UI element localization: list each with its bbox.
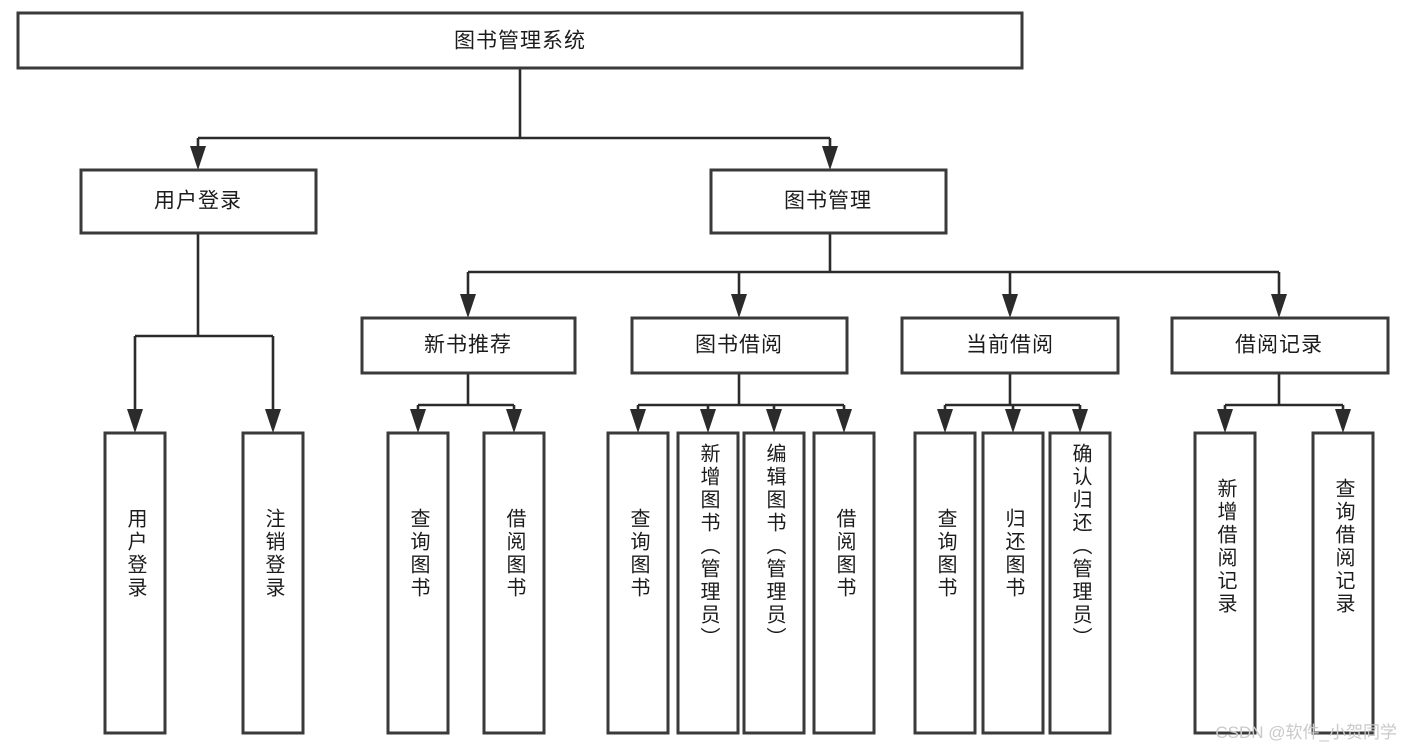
node-borrow-record-label: 借阅记录 [1235,334,1323,357]
arrow-to-leaf-borrow-book-2 [836,409,852,433]
arrow-to-user-login [190,146,206,170]
node-book-borrow[interactable]: 图书借阅 [630,316,849,375]
node-current-borrow-label: 当前借阅 [966,334,1054,357]
node-current-borrow-box[interactable] [900,316,1120,375]
arrow-to-book-borrow [731,294,747,318]
node-leaf-borrow-book-2-box[interactable] [812,431,876,735]
arrow-to-leaf-user-login [127,409,143,433]
node-book-borrow-label: 图书借阅 [695,334,783,357]
node-leaf-query-book-2-box[interactable] [606,431,670,735]
node-book-manage-label: 图书管理 [784,190,872,213]
node-root[interactable]: 图书管理系统 [16,11,1024,70]
arrow-to-leaf-add-record [1217,409,1233,433]
node-book-manage-box[interactable] [709,168,948,235]
arrow-to-leaf-query-book-1 [410,409,426,433]
arrow-to-leaf-borrow-book-1 [506,409,522,433]
node-borrow-record-box[interactable] [1170,316,1390,375]
arrow-to-leaf-edit-book [766,409,782,433]
node-user-login-label: 用户登录 [154,190,242,213]
arrow-to-leaf-query-book-3 [937,409,953,433]
arrow-to-current-borrow [1002,294,1018,318]
node-root-box[interactable] [16,11,1024,70]
node-leaf-query-book-1-box[interactable] [386,431,450,735]
arrow-to-leaf-add-book [700,409,716,433]
arrow-to-book-manage [822,146,838,170]
arrow-to-leaf-return-book [1005,409,1021,433]
node-new-book-rec[interactable]: 新书推荐 [360,316,577,375]
node-leaf-borrow-book-1-box[interactable] [482,431,546,735]
arrow-to-leaf-query-record [1335,409,1351,433]
node-root-label: 图书管理系统 [454,30,586,53]
node-book-borrow-box[interactable] [630,316,849,375]
node-user-login-box[interactable] [79,168,318,235]
node-new-book-rec-box[interactable] [360,316,577,375]
csdn-watermark: CSDN @软件_小贺同学 [1215,723,1397,742]
node-book-manage[interactable]: 图书管理 [709,168,948,235]
node-leaf-add-book-box[interactable] [676,431,740,735]
leaf-box-layer [103,431,1375,735]
connector-layer [127,68,1351,433]
arrow-to-borrow-record [1271,294,1287,318]
node-leaf-query-record-box[interactable] [1311,431,1375,735]
arrow-to-leaf-user-logout [265,409,281,433]
node-user-login[interactable]: 用户登录 [79,168,318,235]
node-leaf-query-book-3-box[interactable] [913,431,977,735]
node-new-book-rec-label: 新书推荐 [424,334,512,357]
arrow-to-leaf-confirm-return [1072,409,1088,433]
node-borrow-record[interactable]: 借阅记录 [1170,316,1390,375]
node-leaf-return-book-box[interactable] [981,431,1045,735]
arrow-to-leaf-query-book-2 [630,409,646,433]
node-leaf-user-logout-box[interactable] [241,431,305,735]
node-leaf-edit-book-box[interactable] [742,431,806,735]
arrow-to-new-book-rec [460,294,476,318]
node-current-borrow[interactable]: 当前借阅 [900,316,1120,375]
node-leaf-add-record-box[interactable] [1193,431,1257,735]
node-leaf-confirm-return-box[interactable] [1048,431,1112,735]
node-leaf-user-login-box[interactable] [103,431,167,735]
